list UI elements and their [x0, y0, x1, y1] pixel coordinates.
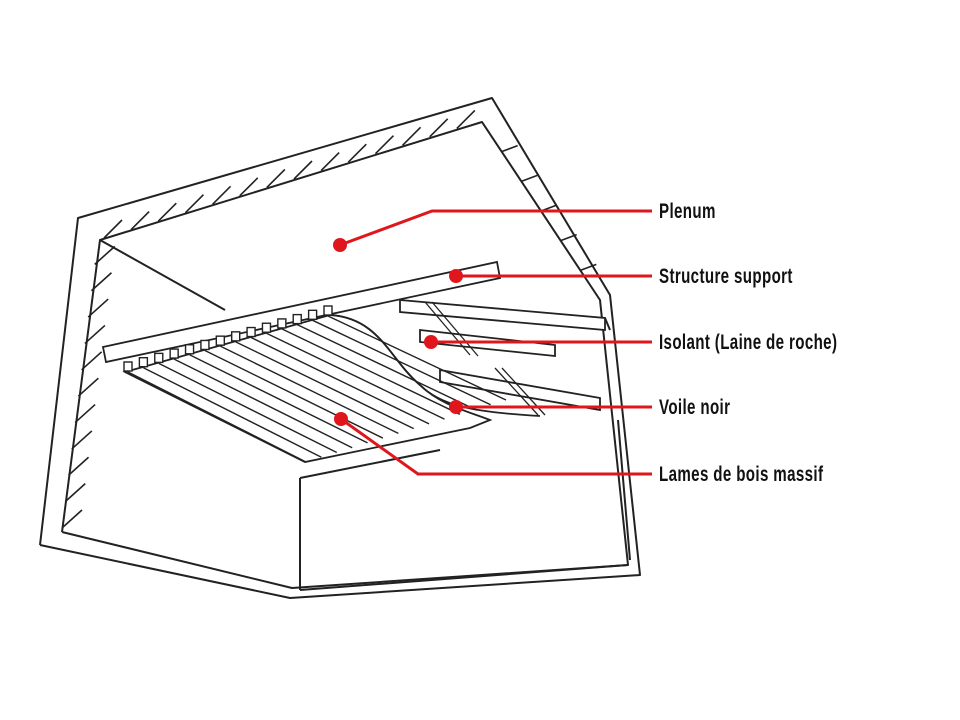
- slat-line: [281, 328, 461, 415]
- hatch-line: [320, 152, 340, 172]
- hatch-line: [239, 177, 259, 197]
- slat-line: [143, 367, 322, 458]
- hatch-line: [521, 174, 538, 183]
- leader-dots: [333, 238, 463, 426]
- leader-lines: [339, 209, 652, 476]
- slat-end: [230, 331, 241, 342]
- slat-end: [323, 305, 333, 316]
- hatch-line: [456, 109, 476, 129]
- slat-end: [154, 352, 164, 364]
- hatch-line: [64, 483, 86, 503]
- slat-end: [138, 356, 149, 368]
- hatch-line: [71, 430, 93, 450]
- hatch-line: [74, 403, 96, 424]
- label-plenum: Plenum: [659, 200, 716, 223]
- hatch-line: [293, 160, 313, 180]
- slat-end: [200, 339, 210, 351]
- hatch-line: [130, 211, 150, 231]
- slat-line: [158, 362, 338, 454]
- slat-line: [189, 354, 368, 444]
- hatch-line: [90, 272, 112, 292]
- hatch-line: [94, 245, 116, 265]
- slat-line: [250, 336, 430, 425]
- slat-line: [266, 332, 445, 420]
- wall-hatching: [61, 109, 597, 529]
- hatch-line: [501, 144, 518, 153]
- slat-line: [219, 345, 399, 435]
- hatch-line: [61, 509, 83, 529]
- slat-line: [296, 323, 476, 411]
- slat-end: [246, 326, 256, 338]
- label-voile-noir: Voile noir: [659, 396, 731, 419]
- slat-end: [261, 322, 272, 333]
- slat-line: [127, 371, 307, 463]
- slat-line: [327, 315, 507, 401]
- label-isolant: Isolant (Laine de roche): [659, 331, 838, 354]
- hatch-line: [429, 118, 449, 138]
- hatch-line: [81, 351, 103, 371]
- slat-end: [184, 344, 195, 355]
- slat-end: [277, 318, 287, 329]
- hatch-line: [84, 324, 106, 345]
- hatch-line: [266, 168, 286, 188]
- hatch-line: [580, 263, 597, 272]
- slat-line: [235, 341, 414, 430]
- hatch-line: [347, 143, 367, 163]
- wood-slats: [122, 305, 541, 463]
- black-veil: [329, 314, 541, 417]
- hatch-line: [68, 456, 90, 476]
- slat-end: [169, 348, 179, 359]
- label-structure-support: Structure support: [659, 265, 793, 288]
- hatch-line: [87, 298, 109, 318]
- hatch-line: [157, 202, 177, 222]
- slat-line: [173, 358, 353, 449]
- hatch-line: [103, 219, 123, 239]
- slat-line: [312, 319, 491, 406]
- label-lames-bois: Lames de bois massif: [659, 463, 824, 486]
- slat-end: [292, 313, 302, 325]
- outer-wall-outline: [39, 97, 641, 599]
- hatch-line: [374, 135, 394, 155]
- hatch-line: [77, 377, 99, 397]
- slat-end: [307, 309, 318, 321]
- slat-end: [123, 361, 133, 372]
- hatch-line: [402, 126, 422, 146]
- hatch-line: [212, 185, 232, 205]
- hatch-line: [184, 194, 204, 214]
- slat-line: [204, 349, 384, 439]
- hatch-line: [560, 233, 577, 242]
- slat-end: [215, 335, 226, 346]
